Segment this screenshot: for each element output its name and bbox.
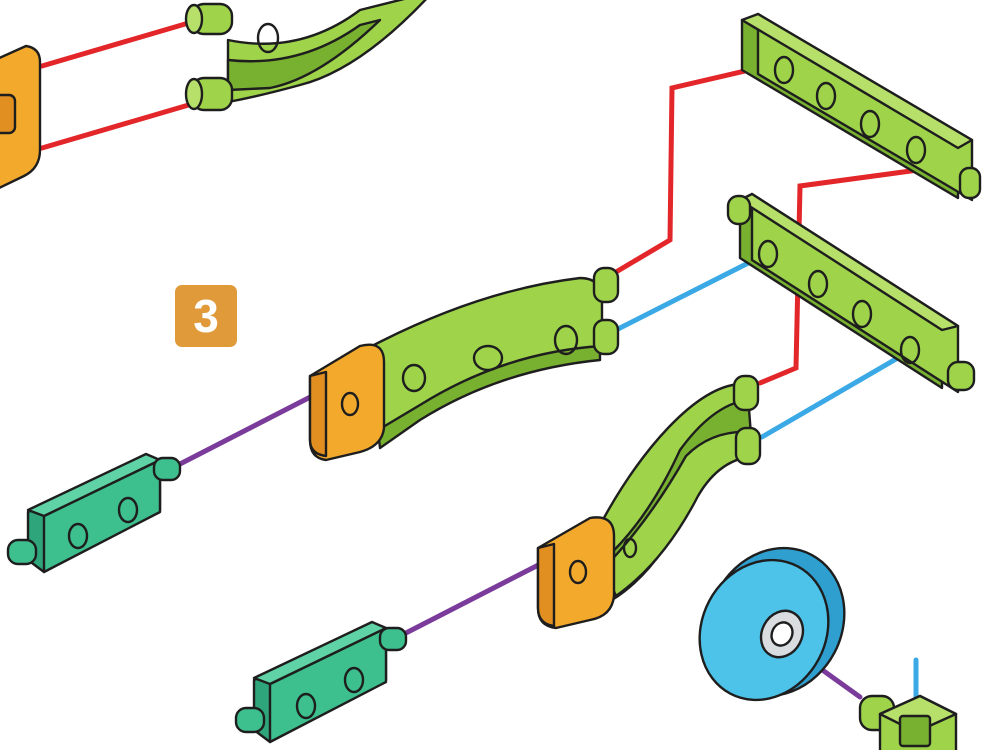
purple-guide-upper [180,390,324,464]
straight-beam-upper [742,14,980,200]
step-number-badge: 3 [175,285,237,347]
axle-block-lower [236,622,406,742]
red-guide-top-2 [42,104,192,148]
blue-guide-upper [616,254,766,330]
wheel [675,524,869,723]
curved-connector-top [186,0,430,110]
orange-clip-top-left [0,46,40,190]
purple-guide-lower [404,557,554,634]
curved-connector-middle [310,268,618,460]
base-hub [860,696,956,750]
straight-beam-lower [728,194,974,392]
axle-block-upper [8,454,180,572]
blue-guide-lower [762,352,908,437]
red-guide-top-1 [42,22,192,66]
